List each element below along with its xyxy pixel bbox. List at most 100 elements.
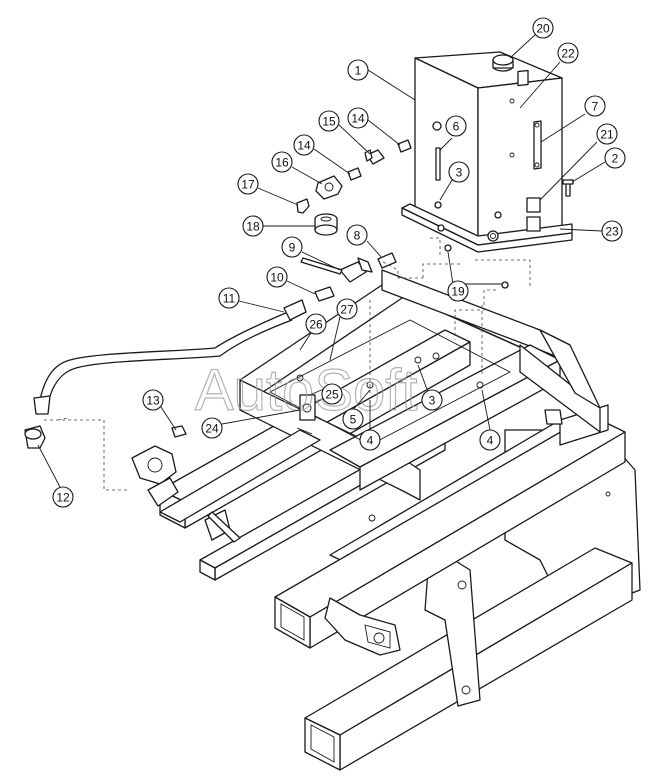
pump-body (131, 445, 177, 485)
callout-number: 6 (453, 120, 460, 134)
callout-14-5: 14 (347, 107, 369, 129)
callout-24-26: 24 (201, 417, 223, 439)
callout-6-4: 6 (445, 115, 467, 137)
callout-number: 1 (355, 64, 362, 78)
adapter-8 (377, 252, 397, 269)
callout-number: 10 (270, 271, 284, 285)
callout-circle (293, 134, 315, 156)
callout-21-12: 21 (596, 123, 618, 145)
callout-number: 21 (600, 128, 614, 142)
callout-circle (266, 266, 288, 288)
callout-18-10: 18 (242, 215, 264, 237)
watermark-text: AutoSoft (195, 358, 417, 423)
callout-2-13: 2 (604, 147, 626, 169)
callout-4-27: 4 (359, 429, 381, 451)
callout-circle (336, 298, 358, 320)
left-forward-tube (159, 429, 321, 523)
callout-circle (479, 429, 501, 451)
callout-circle (52, 486, 74, 508)
callout-8-15: 8 (346, 224, 368, 246)
callout-circle (271, 151, 293, 173)
callout-circle (305, 313, 327, 335)
ball-valve-lever (300, 257, 343, 275)
callout-number: 5 (350, 413, 357, 427)
fittings-group (296, 139, 509, 302)
callout-17-9: 17 (237, 173, 259, 195)
sight-gauge (533, 120, 542, 170)
upper-beam-end-box (274, 596, 311, 649)
callout-number: 23 (605, 225, 619, 239)
callout-circle (447, 280, 469, 302)
callout-circle (532, 17, 554, 39)
callout-circle (347, 107, 369, 129)
lower-beam-end-box (304, 717, 341, 771)
callout-number: 4 (367, 434, 374, 448)
callout-number: 12 (56, 491, 70, 505)
callout-number: 26 (309, 318, 323, 332)
frame-assembly (159, 269, 641, 771)
callout-circle (421, 389, 443, 411)
callout-number: 7 (592, 100, 599, 114)
hydraulic-hose (33, 299, 307, 415)
callout-number: 14 (297, 139, 311, 153)
callout-circle (445, 115, 467, 137)
assembly-lines (44, 237, 531, 491)
callout-circle (142, 389, 164, 411)
callout-number: 17 (241, 178, 255, 192)
callout-circle (584, 95, 606, 117)
callout-number: 14 (351, 112, 365, 126)
ball-valve (339, 261, 367, 283)
callout-number: 16 (275, 156, 289, 170)
elbow-17 (296, 198, 310, 214)
adapter-10 (314, 286, 335, 302)
callout-circle (342, 408, 364, 430)
callout-circle (318, 110, 340, 132)
callout-16-8: 16 (271, 151, 293, 173)
callout-number: 24 (205, 422, 219, 436)
callout-number: 13 (146, 394, 160, 408)
callout-4-28: 4 (479, 429, 501, 451)
callout-26-21: 26 (305, 313, 327, 335)
callout-circle (242, 215, 264, 237)
hitch-bracket (324, 597, 401, 656)
callout-3-11: 3 (448, 161, 470, 183)
callout-number: 11 (223, 292, 236, 306)
callout-number: 19 (451, 285, 465, 299)
callout-10-17: 10 (266, 266, 288, 288)
callout-number: 27 (340, 303, 354, 317)
callout-27-20: 27 (336, 298, 358, 320)
callout-19-18: 19 (447, 280, 469, 302)
callout-circle (601, 220, 623, 242)
callout-20-1: 20 (532, 17, 554, 39)
callout-number: 22 (561, 47, 575, 61)
callout-5-25: 5 (342, 408, 364, 430)
callout-15-6: 15 (318, 110, 340, 132)
callout-circle (346, 224, 368, 246)
callout-circle (201, 417, 223, 439)
nipple-upper (397, 139, 412, 153)
callout-9-16: 9 (281, 236, 303, 258)
callout-circle (347, 59, 369, 81)
callout-25-22: 25 (321, 383, 343, 405)
callout-circle (557, 42, 579, 64)
callout-number: 18 (246, 220, 260, 234)
callout-number: 4 (487, 434, 494, 448)
callout-circle (321, 383, 343, 405)
leader-lines (37, 33, 606, 488)
callout-number: 3 (456, 166, 463, 180)
callout-number: 20 (536, 22, 550, 36)
hydraulic-tank (401, 51, 574, 253)
callout-13-24: 13 (142, 389, 164, 411)
callout-number: 8 (354, 229, 361, 243)
callout-number: 2 (612, 152, 619, 166)
callout-number: 9 (289, 241, 296, 255)
callout-14-7: 14 (293, 134, 315, 156)
callout-circle (359, 429, 381, 451)
nipple-lower (347, 167, 362, 181)
inner-deck-plate (269, 319, 511, 446)
callout-circle (448, 161, 470, 183)
callout-number: 15 (322, 115, 336, 129)
